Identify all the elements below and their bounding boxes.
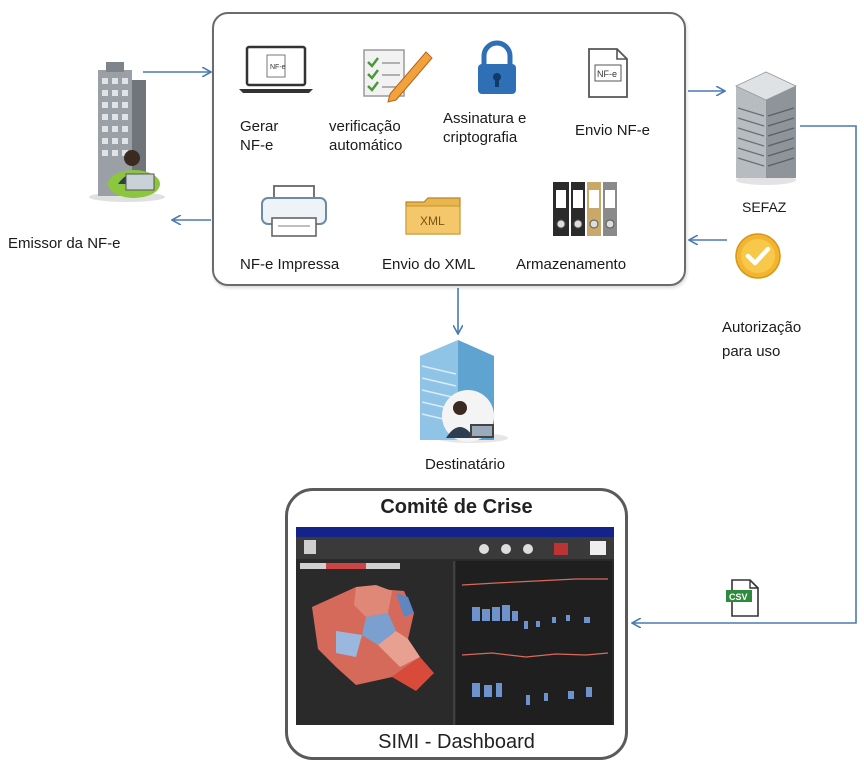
sefaz-building-icon [735, 71, 797, 185]
check-circle-icon [735, 233, 781, 279]
authorization-label: Autorização para uso [722, 319, 802, 360]
binders-icon [553, 182, 617, 236]
step-impressa-label: NF-e Impressa [240, 256, 340, 273]
emitter-label: Emissor da NF-e [8, 235, 121, 252]
step-gerar-label: Gerar NF-e [240, 118, 279, 154]
crisis-title: Comitê de Crise [380, 496, 533, 518]
printer-icon [261, 185, 327, 237]
dashboard-thumbnail[interactable] [296, 527, 614, 725]
step-assinatura-label: Assinatura e criptografia [443, 110, 527, 146]
svg-text:NF-e: NF-e [270, 64, 286, 71]
emitter-building-icon [89, 62, 165, 202]
sp-map [312, 585, 434, 691]
crisis-footer: SIMI - Dashboard [378, 731, 535, 753]
document-icon: NF-e [588, 48, 628, 98]
step-verificacao-label: verificação automático [329, 118, 403, 154]
nfe-icon-text: NF-e [597, 69, 617, 79]
step-armazenamento-label: Armazenamento [516, 256, 627, 273]
lock-icon [478, 40, 516, 94]
csv-file-icon: CSV [726, 579, 759, 617]
xml-folder-icon: XML [405, 197, 461, 235]
recipient-label: Destinatário [425, 456, 506, 473]
checklist-icon [363, 49, 433, 103]
laptop-icon: NF-e [239, 45, 313, 93]
sefaz-label: SEFAZ [742, 199, 787, 215]
xml-icon-text: XML [420, 214, 445, 228]
step-envio-nfe-label: Envio NF-e [575, 122, 651, 139]
csv-icon-text: CSV [729, 592, 748, 602]
recipient-building-icon [420, 340, 508, 443]
dashboard-line-charts [461, 578, 609, 705]
step-xml-label: Envio do XML [382, 256, 476, 273]
arrow-sefaz-to-dashboard [632, 125, 857, 623]
